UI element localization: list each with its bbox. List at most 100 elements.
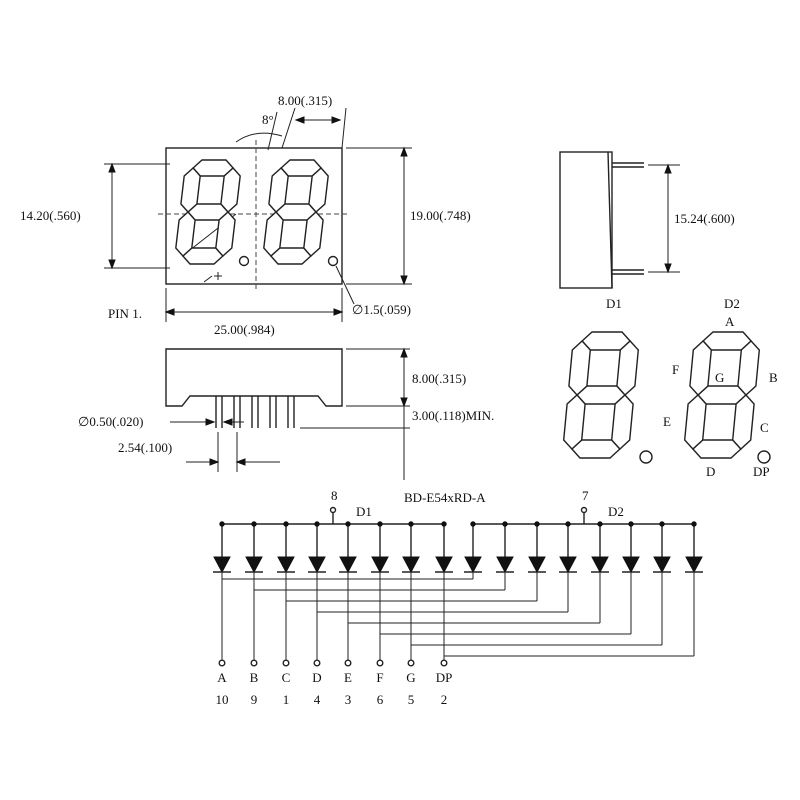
arrow-up (664, 163, 672, 174)
diode-d1-a-junction (219, 521, 225, 527)
digit2-label: D2 (724, 296, 740, 311)
segment-terminal-e (344, 659, 352, 667)
angle-label: 8° (262, 112, 274, 127)
arrow-right (205, 418, 216, 426)
segment-terminal-d (313, 659, 321, 667)
diode-d1-g-junction (408, 521, 414, 527)
angle-arc (235, 132, 283, 143)
arrow-up (108, 162, 116, 173)
common-pin-d2-terminal (580, 506, 588, 514)
profile-view: 15.24(.600) D1 (559, 151, 735, 311)
diode-d2-b-junction (502, 521, 508, 527)
segment-pin-f: 6 (377, 692, 384, 707)
segment-digits (562, 331, 761, 459)
segment-pin-b: 9 (251, 692, 258, 707)
part-number: BD-E54xRD-A (404, 490, 486, 505)
segment-diagram: D2 A B C D E F G DP (562, 296, 778, 479)
right-height-label: 19.00(.748) (410, 208, 471, 223)
diagram-d2-segment-c (731, 394, 755, 450)
arrow-up (400, 146, 408, 157)
display-body-outline (165, 147, 343, 285)
decimal-point-d1 (639, 450, 653, 464)
front-view-digits (175, 159, 329, 265)
segment-terminal-dp (440, 659, 448, 667)
diode-d2-d (559, 556, 577, 574)
common-pin-d1: 8 (331, 488, 338, 503)
segment-pin-d: 4 (314, 692, 321, 707)
profile-d1-label: D1 (606, 296, 622, 311)
front-view-d1-segment-e (175, 211, 196, 257)
profile-edge (607, 151, 613, 289)
diode-d2-dp (685, 556, 703, 574)
front-view-d2-segment-e (263, 211, 284, 257)
segment-pin-e: 3 (345, 692, 352, 707)
diode-d2-d-junction (565, 521, 571, 527)
front-view-d2-segment-c (303, 211, 324, 257)
arrow-right (333, 308, 344, 316)
profile-body (559, 151, 613, 289)
front-view-d1-segment-c (215, 211, 236, 257)
pin-length-label: 3.00(.118)MIN. (412, 408, 494, 423)
diode-d2-dp-junction (691, 521, 697, 527)
segment-name-f: F (376, 670, 383, 685)
decimal-point-d2 (327, 255, 339, 267)
diode-d1-dp-junction (441, 521, 447, 527)
segment-label-d: D (706, 464, 715, 479)
diode-d2-b (496, 556, 514, 574)
arrow-down (108, 259, 116, 270)
diagram-d1-segment-c (610, 394, 634, 450)
decimal-point-d2 (757, 450, 771, 464)
arrow-right (331, 116, 342, 124)
body-height-label: 8.00(.315) (412, 371, 466, 386)
top-width-label: 8.00(.315) (278, 93, 332, 108)
segment-label-b: B (769, 370, 778, 385)
left-height-label: 14.20(.560) (20, 208, 81, 223)
diode-d2-c (528, 556, 546, 574)
diode-d2-g-junction (659, 521, 665, 527)
arrow-left (235, 458, 246, 466)
side-view: 8.00(.315) 3.00(.118)MIN. ∅0.50(.020) 2.… (78, 347, 494, 480)
segment-terminal-c (282, 659, 290, 667)
diode-d1-d-junction (314, 521, 320, 527)
diode-d1-e (339, 556, 357, 574)
diode-d2-f (622, 556, 640, 574)
segment-terminal-b (250, 659, 258, 667)
decimal-point-d1 (238, 255, 250, 267)
arrow-left (222, 418, 233, 426)
diode-d1-b (245, 556, 263, 574)
arrow-down (400, 275, 408, 286)
segment-label-f: F (672, 362, 679, 377)
segment-name-e: E (344, 670, 352, 685)
ext-line-top-a (281, 107, 296, 149)
ext-line-top-b (341, 107, 347, 149)
common-pin-d2: 7 (582, 488, 589, 503)
side-body-outline (165, 348, 343, 407)
schematic-d1-label: D1 (356, 504, 372, 519)
diode-d1-f-junction (377, 521, 383, 527)
diagram-d1-segment-e (562, 394, 586, 450)
diode-d1-d (308, 556, 326, 574)
diagram-d2-segment-e (683, 394, 707, 450)
segment-pin-a: 10 (216, 692, 229, 707)
arrow-up (400, 347, 408, 358)
pin-diameter-label: ∅0.50(.020) (78, 414, 143, 429)
segment-terminal-a (218, 659, 226, 667)
width-label: 25.00(.984) (214, 322, 275, 337)
pin1-marker (203, 275, 213, 283)
diode-d2-a (464, 556, 482, 574)
diode-d1-f (371, 556, 389, 574)
segment-name-a: A (217, 670, 227, 685)
pin-pitch-label: 2.54(.100) (118, 440, 172, 455)
segment-pin-c: 1 (283, 692, 290, 707)
segment-name-b: B (250, 670, 259, 685)
arrow-down (400, 397, 408, 408)
segment-name-g: G (406, 670, 415, 685)
diode-d2-f-junction (628, 521, 634, 527)
segment-terminal-f (376, 659, 384, 667)
diode-d1-c (277, 556, 295, 574)
pin1-label: PIN 1. (108, 306, 142, 321)
segment-label-c: C (760, 420, 769, 435)
